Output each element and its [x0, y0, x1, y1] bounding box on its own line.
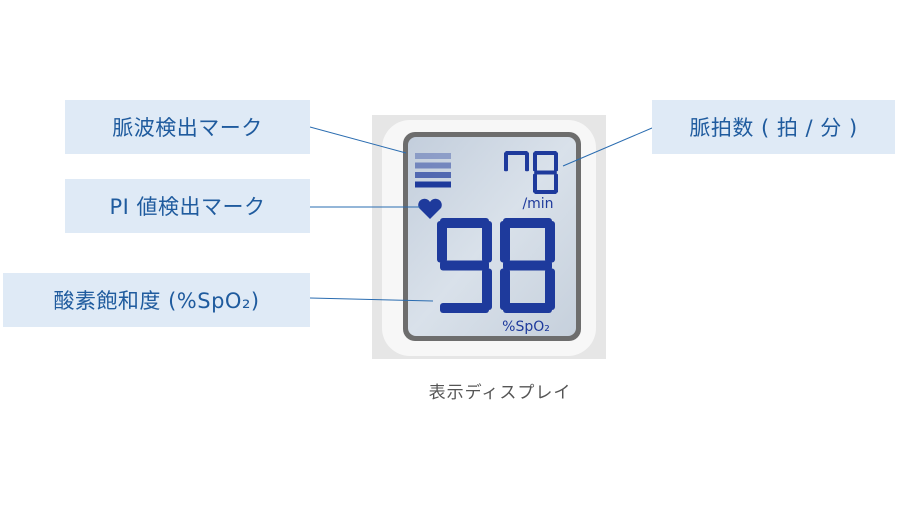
- digit-segment: [545, 221, 555, 263]
- leader-lines: [309, 126, 653, 302]
- digit-segment: [437, 221, 447, 263]
- digit-segment: [482, 268, 492, 310]
- digit-segment: [503, 218, 552, 228]
- pulse-unit: /min: [522, 196, 553, 212]
- digit-segment: [504, 152, 508, 172]
- digit-segment: [503, 303, 552, 313]
- pulse-bar: [415, 162, 451, 169]
- digit-segment: [525, 152, 529, 172]
- leader-line-spo2: [309, 297, 434, 302]
- pulse-wave-bars: [415, 153, 451, 188]
- spo2-digits: [437, 218, 555, 313]
- digit-segment: [554, 173, 558, 193]
- digit-segment: [503, 260, 552, 271]
- spo2-unit: %SpO₂: [502, 319, 550, 335]
- digit-segment: [534, 151, 557, 155]
- digit-segment: [500, 268, 510, 310]
- pulse-bar: [415, 181, 451, 188]
- heart-icon: [418, 198, 442, 219]
- digit-segment: [534, 170, 557, 175]
- digit-segment: [554, 152, 558, 172]
- leader-line-pulse-wave: [309, 126, 407, 154]
- digit-segment: [533, 152, 537, 172]
- digit-segment: [440, 218, 489, 228]
- leader-line-pulse-rate: [562, 127, 653, 167]
- digit-segment: [440, 303, 489, 313]
- digit-segment: [500, 221, 510, 263]
- label-pulse-rate: 脈拍数 ( 拍 / 分 ): [652, 100, 895, 154]
- digit-segment: [482, 221, 492, 263]
- pulse-bar: [415, 172, 451, 178]
- caption: 表示ディスプレイ: [428, 383, 572, 403]
- label-pi-mark: PI 値検出マーク: [65, 179, 310, 233]
- pulse-bar: [415, 153, 451, 159]
- digit-segment: [440, 260, 489, 271]
- label-spo2: 酸素飽和度 (%SpO₂): [3, 273, 310, 327]
- pulse-rate-digits: [504, 151, 558, 194]
- digit-segment: [533, 173, 537, 193]
- digit-segment: [505, 151, 528, 155]
- label-pulse-wave-mark: 脈波検出マーク: [65, 100, 310, 154]
- digit-segment: [545, 268, 555, 310]
- digit-segment: [534, 190, 557, 194]
